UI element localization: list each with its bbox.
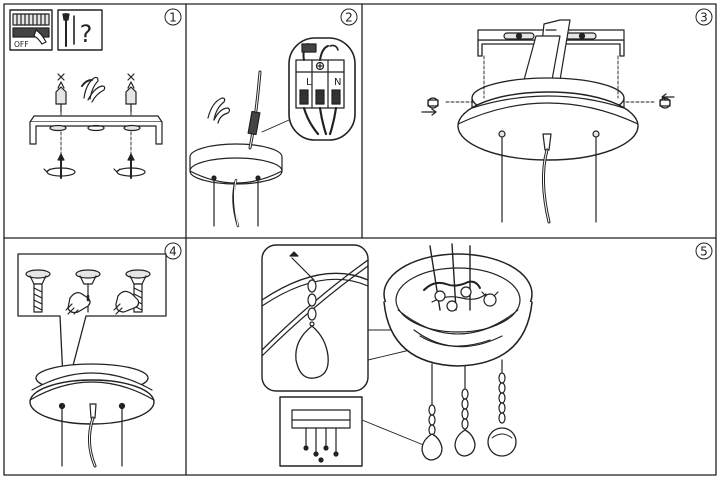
screw-left — [43, 153, 76, 179]
crystal-string-1 — [421, 363, 443, 461]
pliers-icon — [81, 76, 106, 103]
panel-1: OFF ? — [9, 9, 163, 179]
step-badge-4: 4 — [164, 242, 182, 260]
rod-cap-3 — [113, 269, 151, 315]
panel-3 — [421, 19, 675, 224]
step-number-3: 3 — [700, 11, 708, 25]
chandelier-bowl — [383, 243, 533, 367]
breaker-switch-icon: OFF — [9, 9, 53, 51]
rods-4 — [61, 403, 123, 468]
rod-cap-1 — [25, 269, 51, 313]
step-numbers: 1 2 3 4 5 — [164, 8, 713, 260]
panel-5 — [261, 243, 533, 467]
step-badge-2: 2 — [340, 8, 358, 26]
side-screw-left — [421, 97, 439, 116]
guide-lines-3 — [445, 55, 655, 103]
outer-frame — [3, 3, 717, 476]
wall-plug-right — [125, 73, 137, 113]
wall-plug-left — [55, 73, 67, 113]
panel-4 — [17, 253, 167, 468]
terminal-label-l: L — [306, 77, 312, 88]
step-number-2: 2 — [345, 11, 353, 25]
step-badge-5: 5 — [695, 242, 713, 260]
callout-pointer-2 — [261, 119, 290, 133]
question-mark: ? — [80, 20, 93, 48]
screw-right — [113, 153, 146, 179]
connector-zoom-callout — [279, 396, 363, 467]
canopy-3 — [457, 77, 639, 161]
crystal-string-3 — [487, 359, 517, 457]
crystal-zoom-callout — [261, 244, 369, 392]
canopy-4 — [29, 363, 155, 425]
crystal-string-2 — [454, 365, 476, 457]
step-badge-1: 1 — [164, 8, 182, 26]
step-badge-3: 3 — [695, 8, 713, 26]
mounting-bracket — [29, 115, 163, 145]
rods-3 — [498, 130, 600, 224]
rod-cap-2 — [65, 269, 101, 315]
terminal-callout: L N — [288, 37, 356, 141]
terminal-label-n: N — [334, 77, 341, 88]
step-number-1: 1 — [169, 11, 177, 25]
side-screw-right — [659, 93, 675, 109]
callout-pointer-5c — [361, 419, 427, 447]
step-number-4: 4 — [169, 245, 177, 259]
panel-2: L N — [189, 37, 356, 228]
center-tube-3 — [523, 19, 571, 81]
power-cable-2 — [247, 70, 262, 150]
rods-2 — [213, 178, 259, 228]
pliers-icon-2 — [207, 97, 231, 124]
tools-question-icon: ? — [57, 9, 103, 51]
off-label: OFF — [14, 40, 29, 49]
step-number-5: 5 — [700, 245, 708, 259]
panel-frames — [3, 3, 717, 476]
canopy-2 — [189, 143, 283, 185]
hook-marker — [289, 251, 299, 257]
rod-cap-callout — [17, 253, 167, 401]
callout-pointer-5b — [367, 349, 411, 361]
